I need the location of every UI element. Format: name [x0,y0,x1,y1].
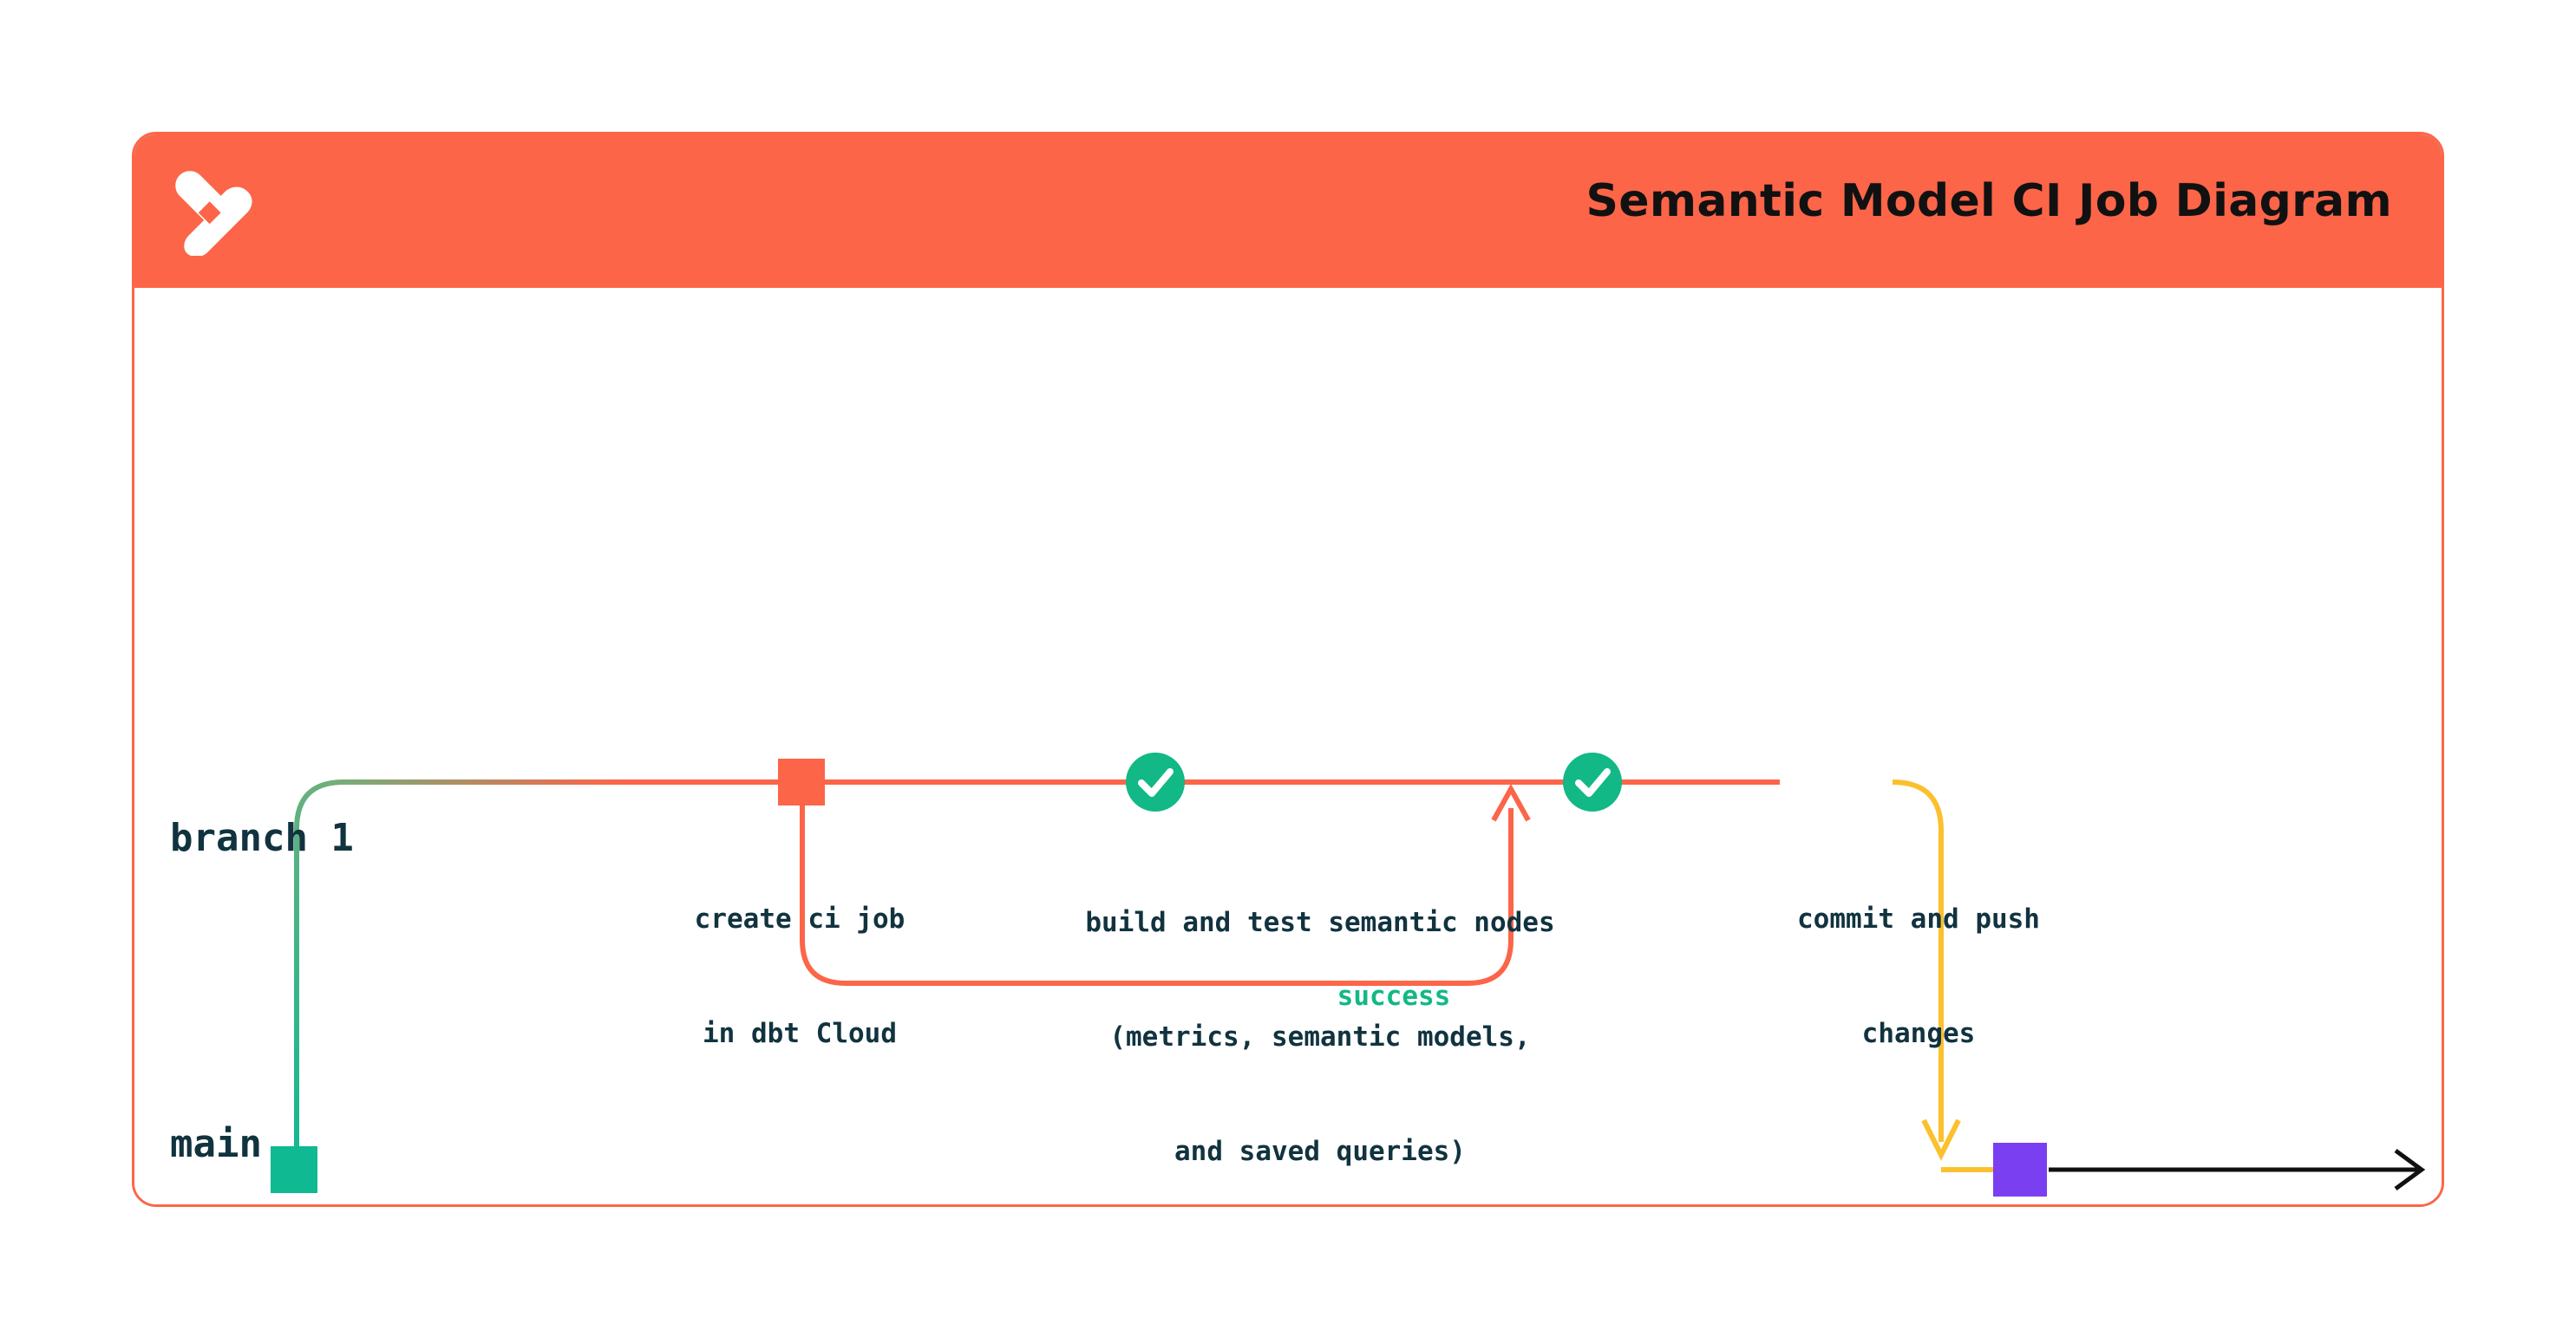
node-label-line: (metrics, semantic models, [1109,1021,1531,1053]
node-label-merge-to-main: merge to main and deploy to production [1849,1200,2442,1204]
node-marker-merge-to-main [1993,1143,2047,1197]
merge-down-edge [1892,779,1944,1142]
check-icon [1575,768,1611,797]
success-loop-arrowhead [1491,783,1531,822]
node-marker-build-and-test [1126,753,1185,812]
node-label-build-and-test: build and test semantic nodes (metrics, … [938,827,1702,1204]
lane-label-branch-1: branch 1 [170,816,354,860]
node-label-line: build and test semantic nodes [1085,907,1555,938]
diagram-card: Semantic Model CI Job Diagram [132,132,2444,1207]
check-icon [1138,768,1174,797]
node-label-line: changes [1861,1018,1976,1049]
branch-off-edge [294,779,618,1170]
production-arrowhead [2394,1148,2426,1191]
card-body: branch 1 main create ci job in dbt Cloud… [134,288,2442,1204]
node-label-line: create ci job [694,903,906,935]
edge-label-success: success [1337,981,1451,1012]
merge-down-arrowhead [1921,1119,1961,1161]
node-marker-commit-and-push [1563,753,1622,812]
dbt-logo-icon [167,162,260,258]
node-label-create-ci-job: create ci job in dbt Cloud [618,824,982,1129]
success-loop-edge [800,784,1514,986]
node-label-commit-and-push: commit and push changes [1676,824,2161,1129]
node-label-line: commit and push [1797,903,2040,935]
page-title: Semantic Model CI Job Diagram [1585,175,2392,227]
node-marker-main-start [271,1146,317,1193]
lane-label-main: main [170,1122,262,1166]
node-label-line: and saved queries) [1174,1136,1466,1167]
git-flow-diagram: branch 1 main create ci job in dbt Cloud… [134,288,2442,1204]
card-header: Semantic Model CI Job Diagram [134,134,2442,288]
node-label-line: in dbt Cloud [703,1018,897,1049]
node-marker-create-ci-job [778,759,825,805]
